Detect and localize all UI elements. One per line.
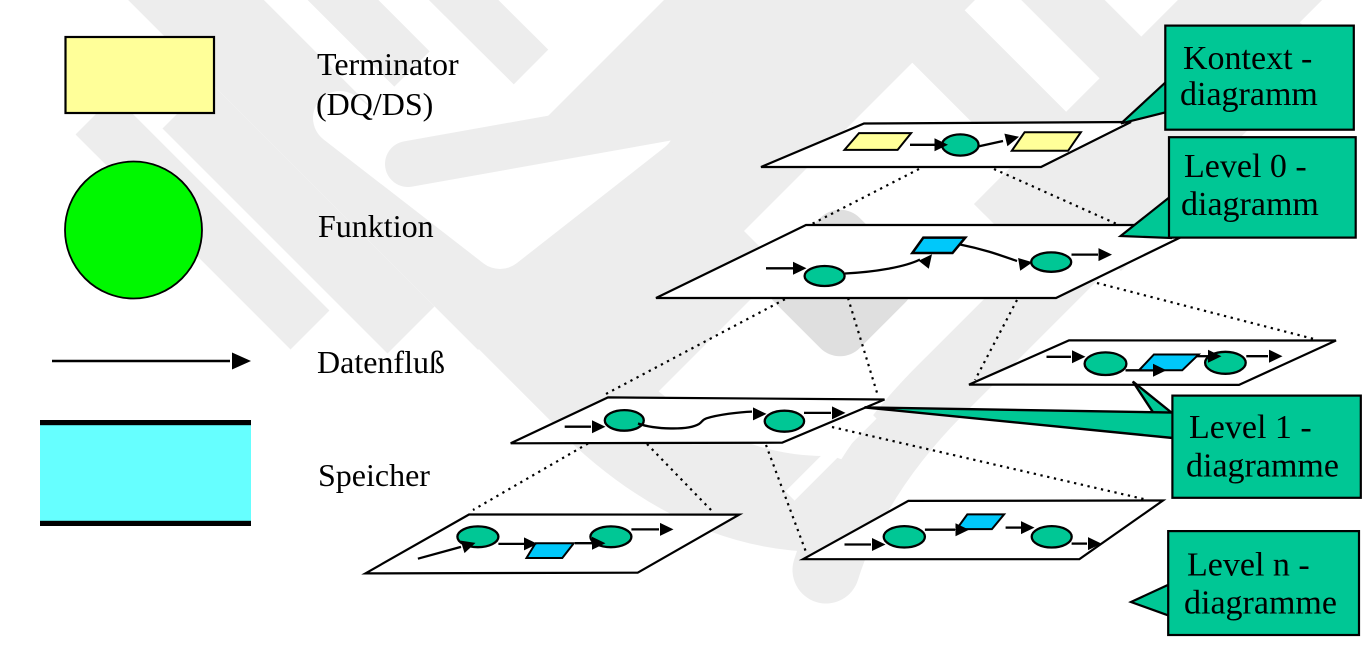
- svg-text:Datenfluß: Datenfluß: [317, 344, 445, 380]
- svg-text:Terminator: Terminator: [317, 46, 459, 82]
- svg-text:diagramm: diagramm: [1181, 186, 1319, 223]
- svg-text:Kontext -: Kontext -: [1183, 40, 1312, 77]
- svg-text:Funktion: Funktion: [318, 208, 434, 244]
- svg-text:(DQ/DS): (DQ/DS): [316, 86, 433, 122]
- svg-text:Speicher: Speicher: [318, 457, 430, 493]
- svg-text:diagramme: diagramme: [1186, 448, 1339, 485]
- svg-text:Level 0 -: Level 0 -: [1184, 148, 1307, 185]
- svg-text:diagramm: diagramm: [1180, 76, 1318, 113]
- svg-text:diagramme: diagramme: [1184, 585, 1337, 622]
- svg-text:Level n -: Level n -: [1187, 547, 1310, 584]
- svg-text:Level 1 -: Level 1 -: [1189, 409, 1312, 446]
